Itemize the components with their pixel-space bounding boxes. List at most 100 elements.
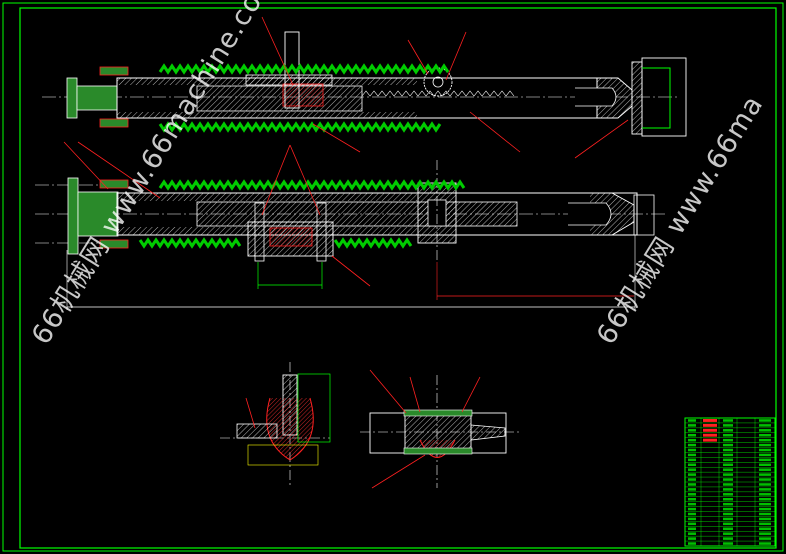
top-view bbox=[42, 31, 687, 137]
title-block-text-mark bbox=[723, 473, 733, 476]
title-block-text-mark bbox=[723, 443, 733, 447]
leader-13 bbox=[369, 369, 407, 414]
leader-8 bbox=[574, 119, 629, 159]
title-block-text-mark bbox=[759, 497, 771, 501]
title-block-text-mark bbox=[688, 483, 696, 486]
title-block-text-mark bbox=[723, 488, 733, 491]
title-block-text-mark bbox=[723, 458, 733, 462]
title-block-text-mark bbox=[759, 473, 771, 476]
leader-4 bbox=[63, 141, 109, 190]
detail-left-arm bbox=[236, 423, 278, 439]
title-block-text-mark bbox=[759, 522, 771, 526]
title-block-text-mark bbox=[723, 542, 733, 545]
top-body-hatch-lower bbox=[117, 112, 417, 118]
title-block-text-mark bbox=[688, 512, 696, 516]
title-block-text-mark bbox=[723, 433, 733, 437]
title-block-text-mark bbox=[759, 542, 771, 545]
title-block-text-mark bbox=[759, 433, 771, 437]
leader-1 bbox=[261, 16, 294, 86]
title-block-text-mark bbox=[759, 429, 771, 432]
title-block-text-mark bbox=[759, 478, 771, 481]
title-block-text-mark bbox=[759, 532, 771, 535]
front-hatch-upper bbox=[117, 193, 417, 201]
front-bellows-lower-right bbox=[333, 237, 413, 249]
top-left-flange bbox=[66, 77, 78, 119]
top-left-bolt-lower bbox=[99, 118, 129, 128]
title-block-text-mark bbox=[688, 537, 696, 540]
detail-left-clamp bbox=[266, 397, 314, 461]
front-bolt-left bbox=[254, 202, 265, 262]
title-block-text-mark bbox=[759, 527, 771, 531]
title-block-text-mark bbox=[759, 443, 771, 447]
title-block-text-mark bbox=[723, 453, 733, 457]
title-block-text-mark bbox=[759, 507, 771, 511]
title-block-text-mark bbox=[688, 532, 696, 535]
detail-right-bearing-top bbox=[403, 409, 473, 417]
title-block-text-mark bbox=[759, 458, 771, 462]
title-block-text-mark bbox=[723, 517, 733, 521]
title-block-text-mark bbox=[688, 488, 696, 491]
top-inner-rod bbox=[196, 85, 363, 112]
title-block-text-mark bbox=[723, 522, 733, 526]
title-block-text-mark bbox=[688, 502, 696, 506]
title-block-red-cell bbox=[703, 428, 717, 432]
detail-right-bearing-bottom bbox=[403, 447, 473, 455]
front-end-box bbox=[633, 194, 655, 236]
title-block bbox=[684, 417, 776, 547]
top-red-insert bbox=[282, 83, 324, 107]
title-block-text-mark bbox=[688, 463, 696, 467]
title-block-text-mark bbox=[759, 468, 771, 471]
title-block-text-mark bbox=[759, 424, 771, 427]
detail-view-left bbox=[220, 362, 331, 485]
title-block-text-mark bbox=[723, 424, 733, 427]
top-right-slot bbox=[575, 87, 617, 107]
title-block-text-mark bbox=[723, 483, 733, 486]
top-rack-teeth bbox=[361, 90, 515, 97]
detail-left-dim-box bbox=[247, 444, 319, 466]
title-block-text-mark bbox=[723, 419, 733, 422]
front-bellows-lower-left bbox=[138, 237, 242, 249]
leader-2 bbox=[407, 39, 429, 75]
title-block-text-mark bbox=[723, 478, 733, 481]
leader-lines bbox=[63, 16, 629, 489]
top-left-bolt-upper bbox=[99, 66, 129, 76]
title-block-text-mark bbox=[688, 438, 696, 442]
title-block-text-mark bbox=[688, 443, 696, 447]
title-block-text-mark bbox=[688, 453, 696, 457]
title-block-text-mark bbox=[759, 537, 771, 540]
title-block-red-cell bbox=[703, 423, 717, 427]
title-block-text-mark bbox=[723, 438, 733, 442]
title-block-text-mark bbox=[759, 493, 771, 496]
top-left-hub bbox=[76, 85, 118, 111]
leader-11 bbox=[331, 255, 371, 287]
title-block-text-mark bbox=[723, 429, 733, 432]
top-end-plate bbox=[631, 61, 643, 135]
detail-view-right bbox=[360, 375, 520, 488]
title-block-text-mark bbox=[723, 537, 733, 540]
detail-right-shaft bbox=[470, 424, 506, 441]
title-block-text-mark bbox=[688, 448, 696, 452]
title-block-text-mark bbox=[723, 532, 733, 535]
front-bellows-upper bbox=[158, 179, 466, 191]
title-block-text-mark bbox=[723, 507, 733, 511]
title-block-text-mark bbox=[688, 473, 696, 476]
leader-15 bbox=[409, 376, 421, 413]
title-block-text-mark bbox=[723, 497, 733, 501]
title-block-text-mark bbox=[723, 468, 733, 471]
front-inner-rod bbox=[196, 201, 518, 227]
title-block-text-mark bbox=[688, 433, 696, 437]
title-block-text-mark bbox=[759, 453, 771, 457]
title-block-text-mark bbox=[688, 429, 696, 432]
title-block-text-mark bbox=[688, 493, 696, 496]
leader-14 bbox=[371, 454, 426, 489]
title-block-text-mark bbox=[688, 527, 696, 531]
title-block-text-mark bbox=[688, 542, 696, 545]
title-block-text-mark bbox=[723, 493, 733, 496]
front-bolt-right bbox=[316, 202, 327, 262]
title-block-text-mark bbox=[759, 502, 771, 506]
title-block-text-mark bbox=[688, 458, 696, 462]
title-block-text-mark bbox=[759, 512, 771, 516]
inner-frame bbox=[19, 7, 777, 549]
